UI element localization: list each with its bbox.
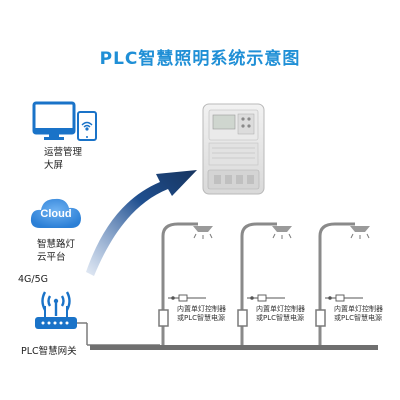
monitor-icon: [32, 101, 76, 140]
screen-label: 运营管理 大屏: [44, 146, 82, 172]
cloud-text: Cloud: [40, 208, 72, 220]
controller-pointer: [168, 294, 206, 302]
controller-pointer: [247, 294, 285, 302]
wifi-icon: [81, 121, 93, 131]
diagram-title: PLC智慧照明系统示意图: [99, 49, 301, 69]
screen-label-line2: 大屏: [44, 160, 64, 171]
platform-label-line1: 智慧路灯: [37, 239, 76, 250]
power-bus-line: [90, 345, 378, 350]
street-lamp-icon: [315, 222, 370, 345]
data-arrow: [86, 170, 197, 276]
cloud-icon: [30, 198, 81, 228]
controller-label-line1: 内置单灯控制器: [334, 305, 383, 313]
gateway-label: PLC智慧网关: [21, 346, 77, 357]
street-lamp-icon: [237, 222, 292, 345]
gateway-connection-line: [77, 322, 160, 346]
wireless-signal-icon: [41, 291, 71, 316]
electric-meter-icon: [202, 103, 265, 195]
street-lamp-icon: [158, 222, 213, 345]
platform-label-line2: 云平台: [37, 252, 66, 263]
controller-label-line1: 内置单灯控制器: [256, 305, 305, 313]
controller-label: 内置单灯控制器 或PLC智慧电源: [334, 305, 383, 323]
controller-label-line2: 或PLC智慧电源: [334, 314, 383, 322]
platform-label: 智慧路灯 云平台: [37, 238, 75, 264]
controller-pointer: [325, 294, 363, 302]
screen-label-line1: 运营管理: [44, 147, 83, 158]
controller-label-line1: 内置单灯控制器: [177, 305, 226, 313]
network-label: 4G/5G: [18, 274, 49, 285]
controller-label: 内置单灯控制器 或PLC智慧电源: [177, 305, 226, 323]
controller-label-line2: 或PLC智慧电源: [256, 314, 305, 322]
controller-label: 内置单灯控制器 或PLC智慧电源: [256, 305, 305, 323]
router-icon: [35, 306, 77, 329]
controller-label-line2: 或PLC智慧电源: [177, 314, 226, 322]
